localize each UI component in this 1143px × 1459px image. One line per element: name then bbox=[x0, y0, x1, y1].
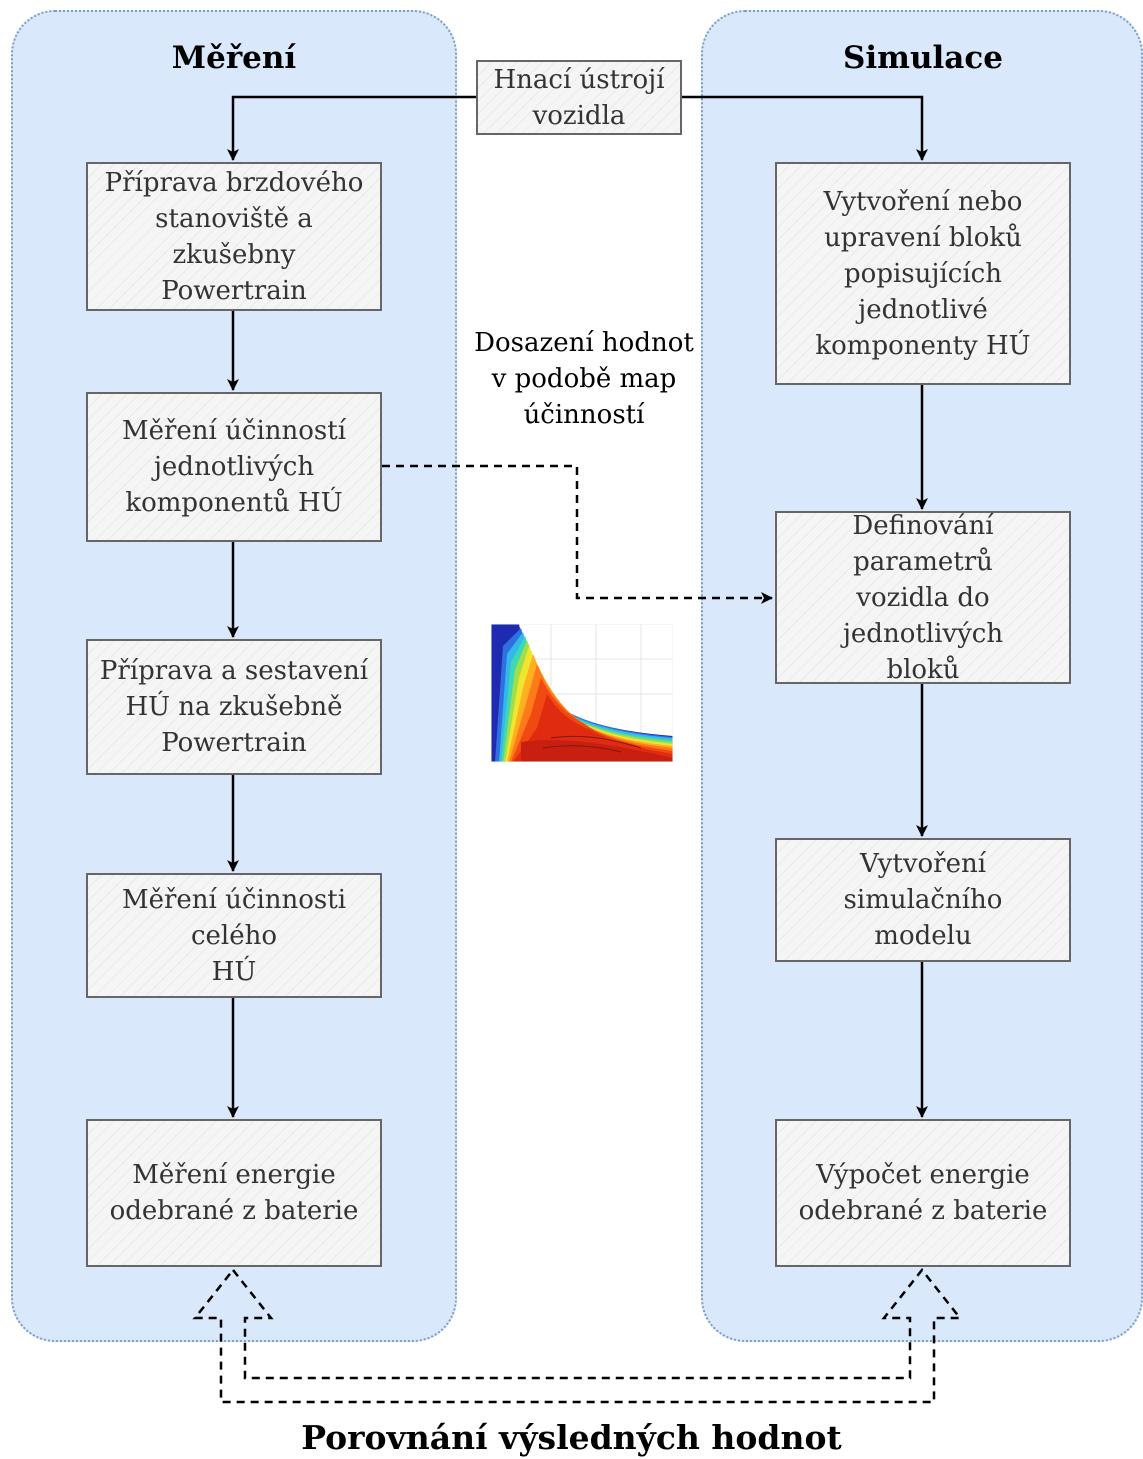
comparison-double-arrow bbox=[192, 1267, 963, 1404]
comparison-label: Porovnání výsledných hodnot bbox=[301, 1418, 842, 1457]
measurement-step-1: Příprava brzdového stanoviště a zkušebny… bbox=[86, 162, 382, 311]
measurement-lane-title: Měření bbox=[171, 40, 297, 76]
simulation-step-1: Vytvoření nebo upravení bloků popisující… bbox=[775, 162, 1071, 385]
vehicle-powertrain-box: Hnací ústrojí vozidla bbox=[476, 60, 682, 135]
simulation-lane-title: Simulace bbox=[843, 40, 1003, 76]
arrow-source-to-simulation bbox=[682, 95, 928, 161]
measurement-step-2: Měření účinností jednotlivých komponentů… bbox=[86, 392, 382, 542]
efficiency-map-note: Dosazení hodnot v podobě map účinností bbox=[474, 328, 694, 430]
simulation-step-2: Definování parametrů vozidla do jednotli… bbox=[775, 511, 1071, 685]
simulation-step-4: Výpočet energie odebrané z baterie bbox=[775, 1119, 1071, 1267]
arrow-source-to-measurement bbox=[227, 95, 476, 161]
arrow-efficiency-map-transfer bbox=[382, 464, 773, 604]
simulation-step-3: Vytvoření simulačního modelu bbox=[775, 838, 1071, 962]
efficiency-map-image bbox=[491, 624, 673, 762]
measurement-step-4: Měření účinnosti celého HÚ bbox=[86, 873, 382, 998]
measurement-step-3: Příprava a sestavení HÚ na zkušebně Powe… bbox=[86, 639, 382, 775]
measurement-step-5: Měření energie odebrané z baterie bbox=[86, 1119, 382, 1267]
